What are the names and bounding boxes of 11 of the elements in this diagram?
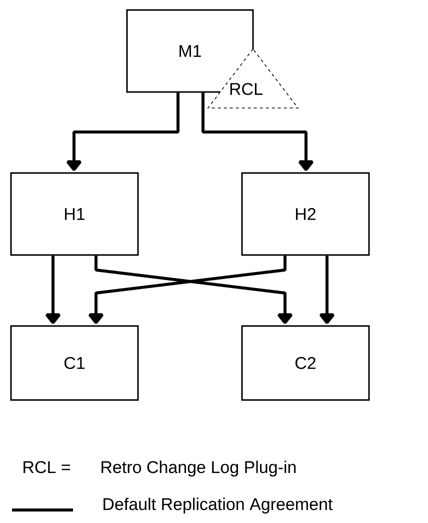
server-box: H1	[10, 172, 139, 256]
server-box: H2	[241, 172, 370, 256]
arrow	[202, 92, 314, 172]
legend-text: Default Replication Agreement	[104, 498, 333, 514]
server-box: C1	[10, 325, 139, 401]
arrow	[319, 256, 335, 324]
server-box: C2	[241, 325, 370, 401]
arrow	[66, 92, 180, 172]
legend-text: Retro Change Log Plug-in	[102, 460, 296, 477]
legend-key: RCL =	[24, 461, 70, 474]
arrow	[45, 256, 61, 324]
